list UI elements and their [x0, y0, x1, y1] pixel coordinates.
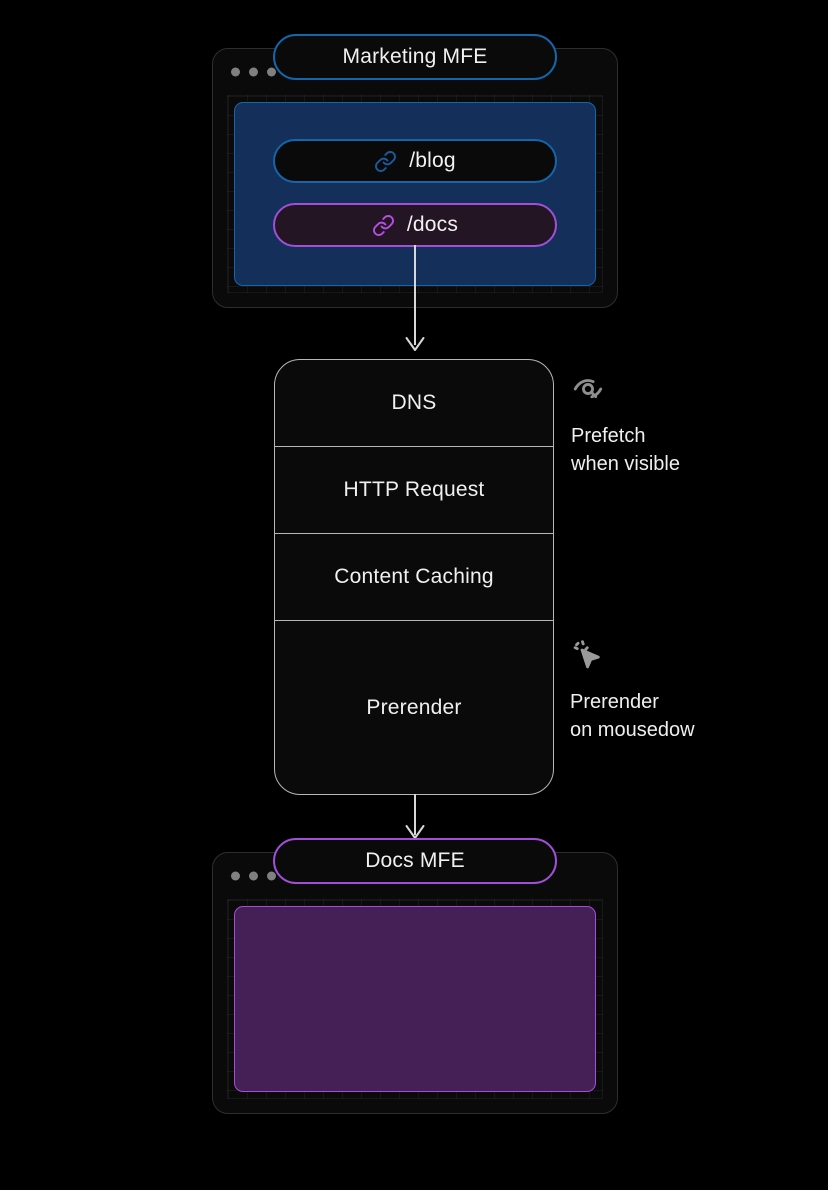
window-dot-maximize[interactable]	[267, 67, 276, 77]
marketing-window-titlebar	[213, 49, 617, 95]
route-pill-docs[interactable]: /docs	[273, 203, 557, 247]
scan-eye-icon	[571, 372, 680, 411]
pipeline-stage-http-request[interactable]: HTTP Request	[275, 447, 553, 534]
pipeline-stage-label: Content Caching	[334, 565, 494, 588]
annotation-prefetch-line-2: when visible	[571, 452, 680, 475]
pipeline-box: DNS HTTP Request Content Caching Prerend…	[274, 359, 554, 795]
link-icon	[372, 214, 395, 237]
docs-mfe-window[interactable]	[212, 852, 618, 1114]
marketing-mfe-window[interactable]	[212, 48, 618, 308]
route-label-blog: /blog	[409, 148, 456, 172]
pipeline-stage-content-caching[interactable]: Content Caching	[275, 534, 553, 621]
annotation-prefetch-line-1: Prefetch	[571, 425, 646, 447]
docs-content-panel	[234, 906, 596, 1092]
window-dot-minimize[interactable]	[249, 871, 258, 881]
pipeline-to-docs-window-arrow	[405, 794, 425, 839]
window-traffic-lights[interactable]	[231, 67, 276, 77]
annotation-prerender-line-1: Prerender	[570, 691, 659, 713]
marketing-window-viewport	[227, 95, 603, 293]
window-traffic-lights[interactable]	[231, 871, 276, 881]
marketing-mfe-title: Marketing MFE	[342, 45, 488, 68]
docs-window-viewport	[227, 899, 603, 1099]
annotation-prerender: Prerender on mousedow	[570, 638, 695, 744]
pipeline-stage-label: Prerender	[366, 695, 462, 719]
link-icon	[374, 150, 397, 173]
route-pill-blog[interactable]: /blog	[273, 139, 557, 183]
window-dot-close[interactable]	[231, 67, 240, 77]
route-label-docs: /docs	[406, 212, 459, 236]
docs-mfe-title-pill[interactable]: Docs MFE	[273, 838, 557, 884]
annotation-prefetch: Prefetch when visible	[571, 372, 680, 478]
docs-mfe-title: Docs MFE	[365, 849, 465, 872]
pipeline-stage-prerender[interactable]: Prerender	[275, 621, 553, 794]
pipeline-stage-dns[interactable]: DNS	[275, 360, 553, 447]
pipeline-stage-label: DNS	[391, 391, 437, 414]
pipeline-stage-label: HTTP Request	[343, 478, 485, 501]
mouse-pointer-click-icon	[570, 638, 695, 677]
window-dot-minimize[interactable]	[249, 67, 258, 77]
docs-to-pipeline-arrow	[405, 245, 425, 351]
window-dot-close[interactable]	[231, 871, 240, 881]
annotation-prerender-line-2: on mousedow	[570, 718, 695, 741]
docs-window-titlebar	[213, 853, 617, 899]
marketing-mfe-title-pill[interactable]: Marketing MFE	[273, 34, 557, 80]
window-dot-maximize[interactable]	[267, 871, 276, 881]
